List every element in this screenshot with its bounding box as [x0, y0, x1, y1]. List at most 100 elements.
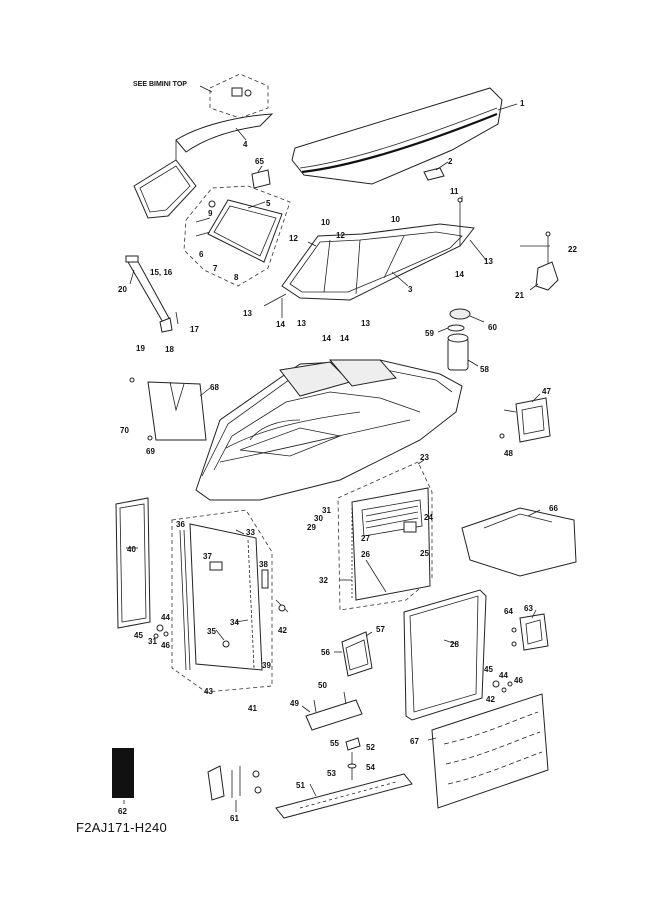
callout-65: 65	[255, 157, 264, 166]
callout-17: 17	[190, 325, 199, 334]
callout-28: 28	[450, 640, 459, 649]
part-cover-1	[291, 87, 503, 185]
callout-24: 24	[424, 513, 433, 522]
part-door-26	[351, 487, 431, 601]
callout-66: 66	[549, 504, 558, 513]
callout-10a: 10	[321, 218, 330, 227]
group-windshield	[183, 185, 291, 287]
callout-2: 2	[448, 157, 453, 166]
callout-34: 34	[230, 618, 239, 627]
callout-11: 11	[450, 187, 459, 196]
callout-13d: 13	[361, 319, 370, 328]
bimini-note: SEE BIMINI TOP	[133, 81, 187, 88]
part-cushion-66	[461, 507, 577, 577]
callout-36: 36	[176, 520, 185, 529]
callout-56: 56	[321, 648, 330, 657]
part-decal-62	[112, 748, 134, 798]
callout-58: 58	[480, 365, 489, 374]
boat-hull	[195, 359, 463, 501]
callout-23: 23	[420, 453, 429, 462]
callout-42b: 42	[486, 695, 495, 704]
group-door-33	[171, 509, 273, 693]
callout-57: 57	[376, 625, 385, 634]
part-windshield-4	[133, 113, 274, 219]
part-hinge-38	[261, 569, 269, 589]
bimini-bracket	[199, 73, 269, 119]
part-cleat-21	[535, 231, 559, 291]
callout-30: 30	[314, 514, 323, 523]
callout-35: 35	[207, 627, 216, 636]
callout-19: 19	[136, 344, 145, 353]
callout-8: 8	[234, 273, 239, 282]
callout-69: 69	[146, 447, 155, 456]
callout-33: 33	[246, 528, 255, 537]
callout-40: 40	[127, 545, 136, 554]
callout-43: 43	[204, 687, 213, 696]
part-cap-60	[449, 308, 471, 320]
callout-25: 25	[420, 549, 429, 558]
part-carpet-67	[431, 693, 549, 809]
callout-51: 51	[296, 781, 305, 790]
part-vent-63	[511, 613, 549, 651]
callout-13c: 13	[297, 319, 306, 328]
callout-61: 61	[230, 814, 239, 823]
part-screws-right	[492, 680, 513, 693]
callout-31a: 31	[322, 506, 331, 515]
callout-50: 50	[318, 681, 327, 690]
callout-49: 49	[290, 699, 299, 708]
callout-6: 6	[199, 250, 204, 259]
callout-59: 59	[425, 329, 434, 338]
callout-9: 9	[208, 209, 213, 218]
part-bin-56	[341, 631, 373, 677]
callout-14b: 14	[276, 320, 285, 329]
part-door-34	[179, 523, 263, 671]
callout-42a: 42	[278, 626, 287, 635]
part-screws-44	[153, 624, 169, 639]
part-tray-49	[305, 691, 363, 731]
callout-47: 47	[542, 387, 551, 396]
part-vent-47	[499, 397, 551, 443]
part-kit-61	[207, 765, 262, 801]
callout-13a: 13	[484, 257, 493, 266]
callout-53: 53	[327, 769, 336, 778]
callout-68: 68	[210, 383, 219, 392]
callout-45a: 45	[134, 631, 143, 640]
part-panel-68	[129, 377, 207, 441]
callout-48: 48	[504, 449, 513, 458]
callout-32: 32	[319, 576, 328, 585]
callout-45b: 45	[484, 665, 493, 674]
callout-54: 54	[366, 763, 375, 772]
part-holder-58	[447, 333, 469, 371]
callout-10b: 10	[391, 215, 400, 224]
callout-21: 21	[515, 291, 524, 300]
part-glass-set-3	[281, 223, 475, 301]
callout-1: 1	[520, 99, 525, 108]
callout-31b: 31	[148, 637, 157, 646]
callout-13b: 13	[243, 309, 252, 318]
part-drain-55	[345, 737, 361, 780]
callout-22: 22	[568, 245, 577, 254]
leader-lines	[123, 103, 550, 812]
callout-41: 41	[248, 704, 257, 713]
part-rail-51	[275, 773, 413, 819]
group-door-23	[337, 461, 433, 611]
part-pad-65	[251, 169, 271, 189]
callout-20: 20	[118, 285, 127, 294]
callout-46a: 46	[161, 641, 170, 650]
callout-37: 37	[203, 552, 212, 561]
callout-44b: 44	[499, 671, 508, 680]
figure-code: F2AJ171-H240	[76, 820, 168, 835]
part-ring-59	[447, 324, 465, 332]
part-bolt-42	[275, 599, 289, 613]
part-gasket-28	[403, 589, 487, 721]
callout-7: 7	[213, 264, 218, 273]
callout-12a: 12	[289, 234, 298, 243]
callout-12b: 12	[336, 231, 345, 240]
callout-46b: 46	[514, 676, 523, 685]
callout-67: 67	[410, 737, 419, 746]
callout-27: 27	[361, 534, 370, 543]
part-panel-40	[115, 497, 151, 629]
callout-52: 52	[366, 743, 375, 752]
callout-26: 26	[361, 550, 370, 559]
callout-14d: 14	[340, 334, 349, 343]
